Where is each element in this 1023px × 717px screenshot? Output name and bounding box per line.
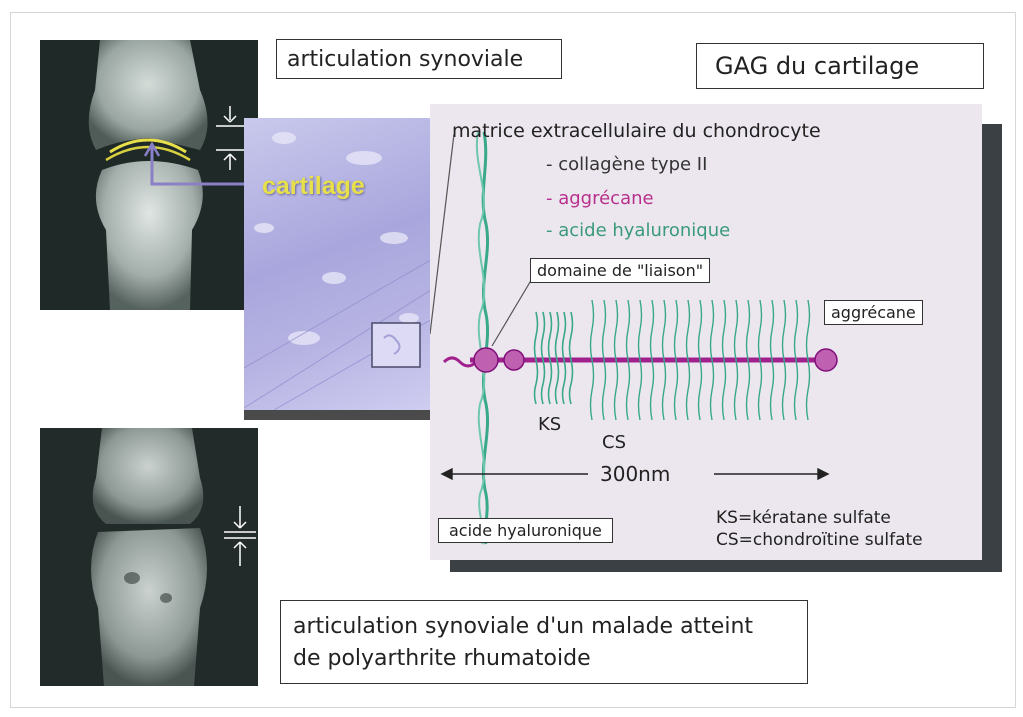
g1-globule: [474, 348, 498, 372]
item-aggrecane: - aggrécane: [546, 188, 654, 209]
domaine-liaison-label: domaine de "liaison": [530, 258, 710, 283]
title-healthy-joint: articulation synoviale: [276, 39, 562, 79]
item-acide-hyaluronique: - acide hyaluronique: [546, 220, 730, 241]
legend-ks: KS=kératane sulfate: [716, 508, 891, 528]
title-gag-cartilage: GAG du cartilage: [696, 43, 984, 89]
item-collagene: - collagène type II: [546, 154, 707, 175]
diagram-title: matrice extracellulaire du chondrocyte: [452, 120, 821, 142]
acide-hyaluronique-label: acide hyaluronique: [438, 518, 613, 543]
legend-cs: CS=chondroïtine sulfate: [716, 530, 923, 550]
title-rheumatoid-line1: articulation synoviale d'un malade attei…: [293, 611, 795, 643]
cartilage-label: cartilage: [262, 172, 365, 201]
cs-label: CS: [602, 432, 626, 453]
rheumatoid-joint-xray: [40, 428, 258, 686]
g3-globule: [815, 349, 837, 371]
cartilage-tissue-image: [244, 118, 434, 420]
title-rheumatoid-joint: articulation synoviale d'un malade attei…: [280, 600, 808, 684]
length-label: 300nm: [600, 462, 670, 486]
aggrecan-diagram-panel: matrice extracellulaire du chondrocyte -…: [430, 104, 982, 560]
ks-label: KS: [538, 414, 561, 435]
title-rheumatoid-line2: de polyarthrite rhumatoide: [293, 643, 795, 675]
aggrecane-label: aggrécane: [824, 300, 923, 325]
g2-globule: [504, 350, 524, 370]
